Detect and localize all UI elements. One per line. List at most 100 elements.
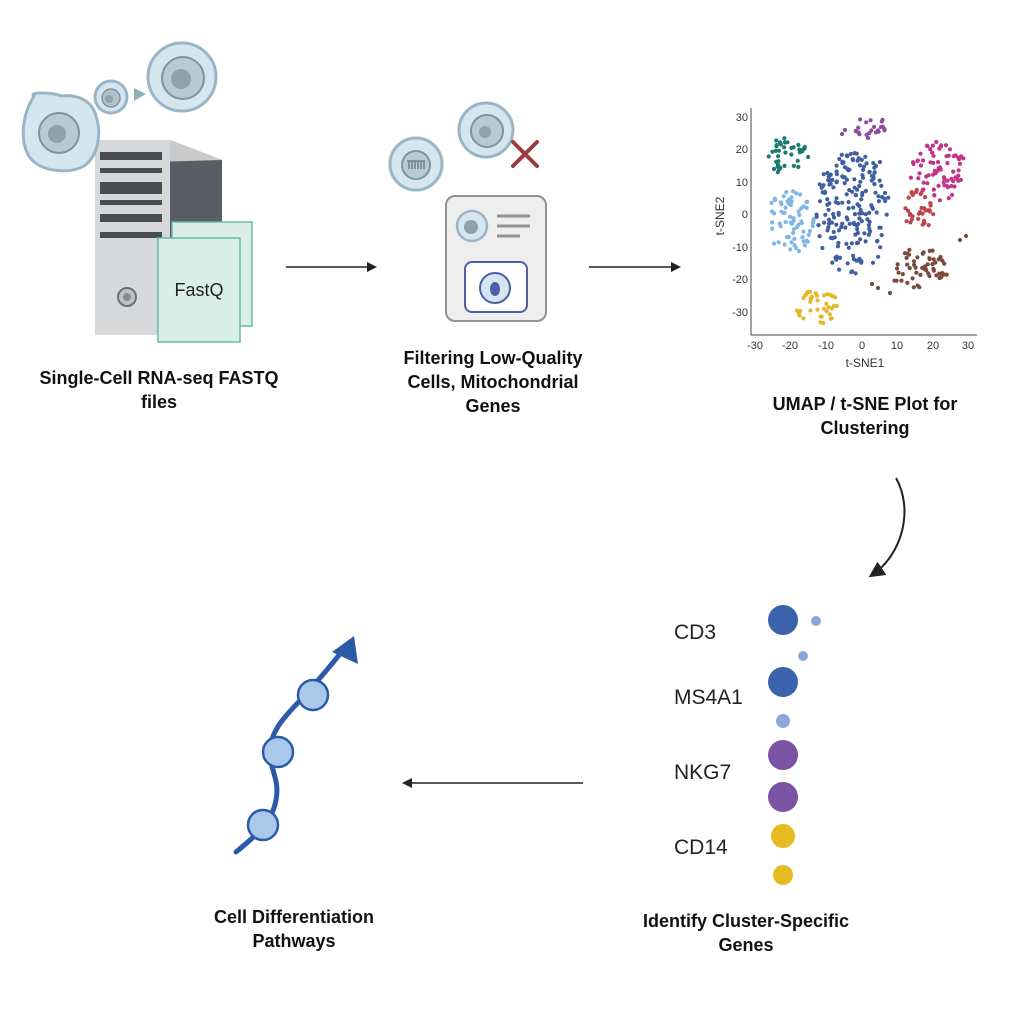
tsne-point [880, 195, 885, 200]
tsne-point [869, 173, 875, 179]
tsne-point [931, 172, 936, 177]
tsne-point [942, 176, 947, 181]
tsne-point [782, 210, 787, 215]
tsne-point [905, 280, 910, 285]
tsne-point [919, 190, 924, 196]
tsne-point [835, 244, 841, 249]
tsne-point [906, 195, 911, 200]
tsne-point [910, 276, 915, 281]
tsne-point [852, 185, 857, 190]
tsne-point [822, 293, 827, 298]
tsne-point [917, 171, 922, 176]
tsne-point [821, 306, 827, 311]
tsne-point [943, 143, 949, 148]
tsne-point [782, 136, 787, 141]
tsne-point [782, 242, 787, 247]
tsne-point [946, 153, 951, 158]
tsne-point [896, 270, 901, 275]
tsne-point [822, 220, 827, 225]
tsne-point [789, 221, 795, 226]
tsne-point [844, 192, 849, 197]
tsne-point [791, 230, 796, 235]
tsne-point [866, 135, 871, 141]
step-label-marker-genes: Identify Cluster-Specific Genes [642, 911, 850, 955]
tsne-point [853, 128, 858, 134]
tsne-point [927, 208, 932, 213]
tsne-point [778, 224, 783, 229]
qc-document-icon [445, 195, 547, 322]
tsne-point [846, 245, 851, 250]
tsne-point [869, 281, 875, 287]
tsne-point [931, 212, 936, 217]
tsne-point [801, 316, 806, 321]
tsne-point [852, 212, 858, 217]
tsne-point [951, 154, 956, 159]
tsne-point [771, 166, 777, 172]
tsne-point [859, 157, 864, 162]
tsne-point [863, 212, 868, 217]
tsne-point [924, 143, 930, 148]
tsne-point [826, 305, 831, 310]
tsne-point [931, 268, 937, 273]
tsne-point [792, 236, 797, 241]
tsne-point [839, 131, 845, 137]
tsne-point [827, 201, 832, 206]
tsne-point [945, 178, 950, 183]
tsne-point [876, 194, 881, 199]
tsne-point [814, 214, 819, 219]
tsne-point [807, 229, 813, 234]
pathway-node [261, 735, 295, 769]
tsne-point [922, 206, 927, 211]
tsne-point [783, 205, 788, 210]
dot-cd14-1 [771, 824, 795, 848]
tsne-point [905, 262, 910, 267]
tsne-point [828, 235, 834, 240]
tsne-point [926, 223, 931, 228]
tsne-point [809, 294, 815, 299]
tsne-point [869, 128, 874, 133]
tsne-point [873, 190, 878, 195]
tsne-point [801, 239, 806, 244]
tsne-point [826, 225, 831, 230]
tsne-point [866, 232, 871, 237]
tsne-point [849, 270, 854, 275]
tsne-point [802, 243, 808, 248]
tsne-point [847, 167, 852, 172]
tsne-point [831, 212, 836, 217]
tsne-point [834, 254, 839, 259]
dot-cd3-large [768, 605, 798, 635]
tsne-point [920, 222, 925, 227]
tsne-y-tick-label: -20 [732, 274, 748, 286]
tsne-point [844, 241, 849, 246]
tsne-point [861, 167, 866, 172]
tsne-point [927, 273, 932, 279]
tsne-point [782, 145, 787, 150]
tsne-point [817, 234, 822, 239]
tsne-point [907, 266, 912, 271]
tsne-point [845, 261, 850, 266]
tsne-point [779, 202, 784, 207]
gene-label-nkg7: NKG7 [674, 761, 732, 784]
tsne-point [791, 145, 796, 150]
tsne-point [899, 278, 904, 283]
tsne-point [937, 146, 942, 151]
fastq-file-icon [157, 221, 253, 343]
tsne-point [858, 237, 863, 242]
gene-label-cd3: CD3 [674, 621, 717, 644]
tsne-point [907, 247, 912, 252]
tsne-point [799, 220, 805, 226]
tsne-point [949, 183, 954, 189]
arrow-step3-to-step4 [868, 477, 906, 578]
tsne-point [822, 190, 828, 195]
tsne-point [853, 271, 858, 276]
tsne-point [795, 158, 800, 163]
tsne-point [895, 262, 900, 267]
cell-icon [457, 101, 515, 159]
tsne-point [808, 308, 813, 313]
tsne-point [944, 272, 949, 277]
tsne-point [830, 177, 835, 182]
tsne-point [851, 220, 857, 225]
tsne-point [826, 174, 831, 179]
tsne-point [810, 223, 815, 229]
